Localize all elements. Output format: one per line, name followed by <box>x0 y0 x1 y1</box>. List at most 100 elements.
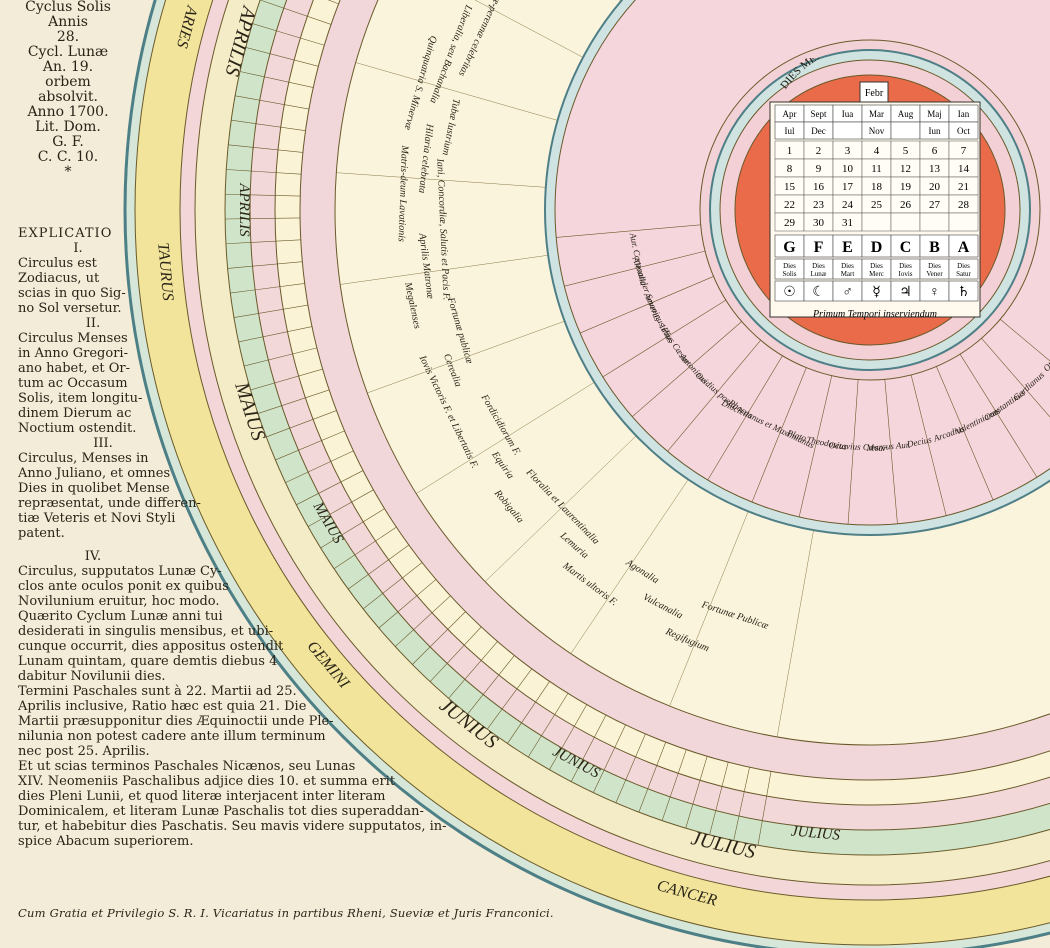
day-number: 27 <box>929 199 941 211</box>
month-top: Iua <box>842 109 854 119</box>
emperor-divider <box>556 224 701 238</box>
day-cell <box>861 212 892 232</box>
day-tick <box>230 283 305 294</box>
day-tick <box>233 304 309 318</box>
day-tick <box>231 119 306 131</box>
day-number: 31 <box>842 217 853 229</box>
day-number: 8 <box>787 163 793 175</box>
cycle-line: 28. <box>56 29 80 45</box>
center-table: DIES MENSIUM JUXTA LI Febr AprIulSeptDec… <box>769 58 981 320</box>
day-tick <box>378 579 437 629</box>
section-line: dies Pleni Lunii, et quod literæ interja… <box>18 789 386 804</box>
cycle-line: Annis <box>48 14 88 30</box>
emperor-divider <box>632 321 742 417</box>
day-tick <box>227 261 303 269</box>
section-line: dabitur Novilunii dies. <box>18 669 166 684</box>
day-tick <box>226 169 302 175</box>
section-number: II. <box>85 316 101 331</box>
weekday-label: Solis <box>782 270 796 278</box>
dominical-letter: B <box>929 239 940 256</box>
section-line: dinem Dierum ac <box>18 406 132 421</box>
day-number: 17 <box>842 181 854 193</box>
day-tick <box>638 742 667 813</box>
emperor-divider <box>579 276 714 334</box>
day-tick <box>733 767 750 841</box>
day-number: 6 <box>932 145 938 157</box>
day-tick <box>266 410 337 438</box>
emperor-divider <box>564 250 706 287</box>
weekday-label: Mart <box>841 270 855 278</box>
cycle-line: An. 19. <box>42 59 94 75</box>
explicatio-heading: EXPLICATIO <box>18 226 113 241</box>
day-tick <box>448 641 498 699</box>
emperor-divider <box>959 354 1038 478</box>
weekday-label: Dies <box>957 262 970 270</box>
day-number: 16 <box>813 181 825 193</box>
section-line: nilunia non potest cadere ante illum ter… <box>18 729 326 744</box>
section-line: patent. <box>18 526 65 541</box>
cycle-line: orbem <box>45 74 91 90</box>
weekday-cell <box>948 258 979 280</box>
section-line: Circulus, Menses in <box>18 451 149 466</box>
section-line: ano habet, et Or- <box>18 361 131 376</box>
festival-divider <box>336 172 546 188</box>
section-line: no Sol versetur. <box>18 301 122 316</box>
day-tick <box>487 668 532 730</box>
day-tick <box>228 144 303 153</box>
privilege-footer: Cum Gratia et Privilegio S. R. I. Vicari… <box>18 906 554 920</box>
weekday-label: Dies <box>841 262 854 270</box>
weekday-label: Iovis <box>899 270 913 278</box>
radial-ticks <box>225 0 1050 846</box>
day-tick <box>757 771 772 846</box>
dominical-letter: G <box>783 239 796 256</box>
day-cell <box>919 212 950 232</box>
emperor-divider <box>910 374 947 516</box>
day-tick <box>348 544 410 590</box>
day-tick <box>593 724 626 793</box>
day-number: 21 <box>958 181 969 193</box>
festival-divider <box>367 320 565 394</box>
day-number: 30 <box>813 217 825 229</box>
day-number: 28 <box>958 199 970 211</box>
weekday-label: Dies <box>812 262 825 270</box>
day-number: 18 <box>871 181 883 193</box>
day-tick <box>235 95 310 110</box>
day-tick <box>307 489 374 527</box>
emperor-divider <box>847 379 859 525</box>
day-tick <box>429 626 482 682</box>
day-tick <box>225 193 301 197</box>
day-tick <box>709 762 729 835</box>
planet-icon: ♂ <box>842 285 853 300</box>
day-tick <box>527 693 569 758</box>
day-tick <box>395 595 451 647</box>
cycle-line: absolvit. <box>38 89 98 105</box>
weekday-label: Dies <box>928 262 941 270</box>
planet-icon: ☾ <box>812 285 825 300</box>
section-line: nec post 25. Aprilis. <box>18 744 150 759</box>
day-tick <box>333 526 397 570</box>
day-number: 3 <box>845 145 851 157</box>
day-tick <box>245 47 319 67</box>
day-number: 20 <box>929 181 941 193</box>
festival-divider <box>776 530 814 737</box>
day-number: 25 <box>871 199 883 211</box>
dominical-cell <box>948 234 979 258</box>
day-tick <box>320 508 385 549</box>
day-cell <box>948 212 979 232</box>
section-line: scias in quo Sig- <box>18 286 126 301</box>
cycle-line: Cycl. Lunæ <box>27 44 109 60</box>
month-top: Apr <box>783 109 797 119</box>
month-top: Ian <box>958 109 970 119</box>
section-line: Lunam quintam, quare demtis diebus 4 <box>18 654 278 669</box>
day-tick <box>570 714 607 782</box>
day-number: 7 <box>961 145 967 157</box>
dominical-letter: C <box>900 239 912 256</box>
feb-label: Febr <box>865 88 884 99</box>
weekday-label: Merc <box>869 270 884 278</box>
day-tick <box>549 704 587 770</box>
day-number: 15 <box>784 181 796 193</box>
month-top: Maj <box>927 109 942 119</box>
section-number: IV. <box>84 549 102 564</box>
